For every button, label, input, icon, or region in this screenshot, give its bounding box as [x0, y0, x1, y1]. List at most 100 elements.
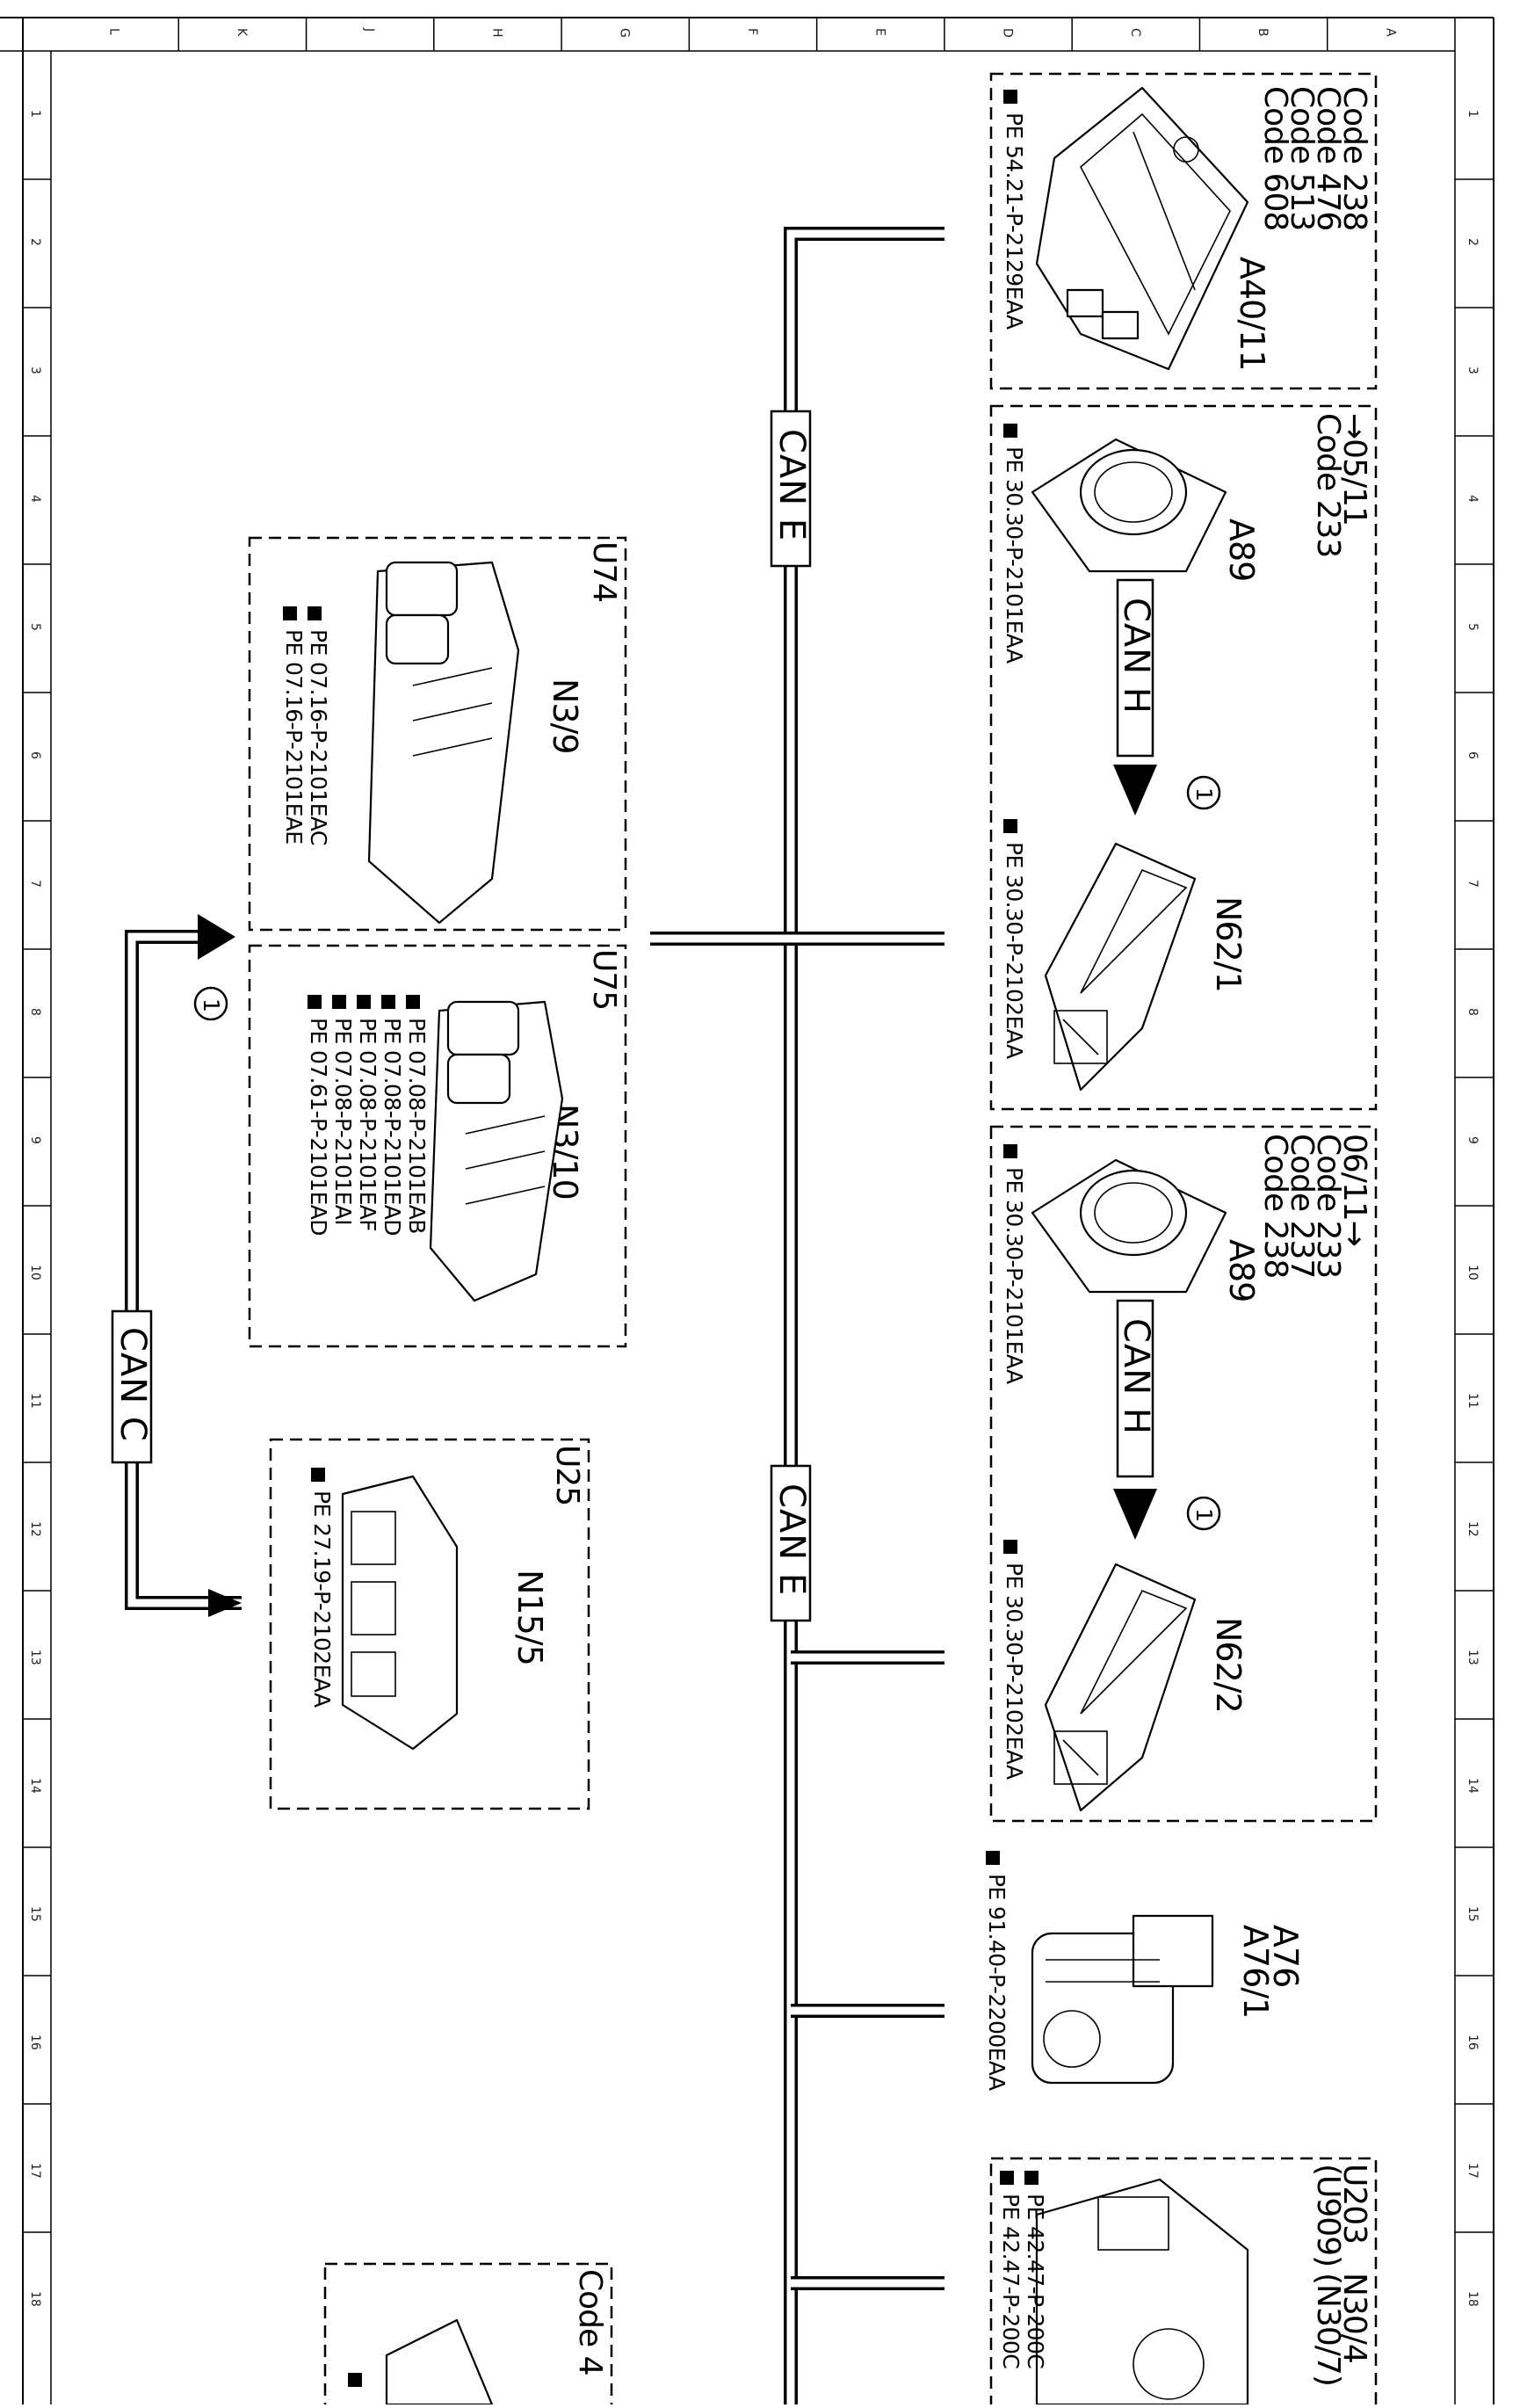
grid-col-label: K: [235, 28, 249, 37]
svg-text:PE 27.19-P-2102EAA: PE 27.19-P-2102EAA: [309, 1490, 335, 1708]
grid-row-label: 18: [28, 2291, 42, 2307]
svg-text:PE 30.30-P-2102EAA: PE 30.30-P-2102EAA: [1002, 842, 1027, 1059]
grid-col-label: F: [745, 28, 759, 35]
svg-text:PE 54.21-P-2129EAA: PE 54.21-P-2129EAA: [1002, 112, 1027, 330]
svg-text:CAN C: CAN C: [112, 1327, 153, 1442]
svg-text:PE 07.61-P-2101EAD: PE 07.61-P-2101EAD: [306, 1018, 331, 1236]
grid-row-label: 2: [1465, 238, 1480, 246]
grid-row-label: 18: [1465, 2291, 1480, 2307]
svg-text:Code 238: Code 238: [1336, 86, 1372, 230]
grid-col-label: L: [107, 28, 121, 35]
early-code-233: Code 233: [1310, 413, 1346, 557]
grid-row-label: 5: [28, 623, 42, 631]
grid-row-label: 9: [28, 1136, 42, 1144]
grid-row-label: 11: [28, 1393, 42, 1409]
grid-row-label: 12: [1465, 1521, 1480, 1537]
group-a40-11: Code 238 Code 476 Code 513 Code 608 A40/…: [989, 72, 1378, 390]
grid-row-label: 1: [28, 110, 42, 118]
grid-row-label: 6: [1465, 751, 1480, 759]
a89-ref-early: PE 30.30-P-2101EAA: [1002, 424, 1027, 664]
a89-radar-icon-early: [1031, 438, 1227, 573]
svg-text:1: 1: [1191, 1508, 1217, 1521]
grid-row-label: 4: [1465, 495, 1480, 503]
grid-row-label: 15: [28, 1906, 42, 1922]
svg-text:Code 476: Code 476: [1310, 86, 1346, 230]
a40-11-label: A40/11: [1233, 257, 1271, 371]
grid-row-label: 7: [28, 880, 42, 888]
grid-col-label: J: [362, 27, 376, 32]
group-u75-n3-10: U75 N3/10 PE 07.08-P-2101EAB PE 07.08-P-…: [248, 944, 627, 1348]
u74-label: U74: [586, 541, 622, 602]
n62-2-label: N62/2: [1209, 1617, 1248, 1713]
grid-row-label: 17: [28, 2163, 42, 2179]
grid-row-label: 13: [28, 1650, 42, 1665]
n30-4-part-icon: [1035, 2178, 1249, 2406]
group-a76: A76 A76/1 PE 91.40-P-2200EAA: [984, 1851, 1305, 2091]
svg-text:PE 30.30-P-2102EAA: PE 30.30-P-2102EAA: [1002, 1563, 1027, 1780]
n62-2-part-icon: [1044, 1563, 1197, 1812]
grid-row-label: 16: [1465, 2034, 1480, 2050]
group-u203-n30-4: U203 (U909) N30/4 (N30/7) PE 42.47-P-200…: [989, 2157, 1378, 2408]
a40-11-codes: Code 238 Code 476 Code 513 Code 608: [1257, 86, 1372, 230]
grid-row-label: 15: [1465, 1906, 1480, 1922]
a76-ref: PE 91.40-P-2200EAA: [984, 1851, 1010, 2091]
grid-row-label: 3: [1465, 366, 1480, 374]
group-u25-n15-5: U25 N15/5 PE 27.19-P-2102EAA: [269, 1438, 590, 1810]
grid-col-label: D: [1001, 28, 1015, 38]
grid-row-label: 10: [1465, 1265, 1480, 1280]
can-e-label-2: CAN E: [770, 1464, 812, 1622]
svg-text:CAN E: CAN E: [771, 1483, 812, 1596]
grid-col-label: C: [1128, 28, 1142, 37]
late-code-238: Code 238: [1257, 1134, 1293, 1278]
grid-row-label: 16: [28, 2034, 42, 2050]
a76-part-icon: [1031, 1914, 1214, 2085]
svg-text:CAN E: CAN E: [771, 429, 812, 541]
can-h-link-late: CAN H: [1113, 1299, 1157, 1540]
svg-text:PE 07.16-P-2101EAC: PE 07.16-P-2101EAC: [306, 629, 331, 845]
svg-text:CAN H: CAN H: [1116, 1318, 1156, 1435]
u25-label: U25: [549, 1445, 585, 1505]
grid-row-label: 5: [1465, 623, 1480, 631]
grid-row-label: 4: [28, 495, 42, 503]
grid-col-label: A: [1383, 28, 1397, 37]
grid-row-label: 12: [28, 1521, 42, 1537]
group-a89-n62-2-from-06-11: 06/11→ Code 233 Code 237 Code 238 A89 CA…: [989, 1125, 1378, 1823]
grid-row-label: 7: [1465, 880, 1480, 888]
a89-radar-icon-late: [1031, 1158, 1227, 1294]
grid-row-label: 14: [28, 1778, 42, 1794]
can-h-link-early: CAN H: [1113, 578, 1157, 816]
u25-ref: PE 27.19-P-2102EAA: [309, 1468, 335, 1708]
a89-label-late: A89: [1222, 1239, 1261, 1302]
n3-10-part-icon: [429, 1000, 564, 1302]
grid-row-label: 11: [1465, 1393, 1480, 1409]
connector-marker-can-c: 1: [193, 986, 228, 1021]
grid-row-label: 9: [1465, 1136, 1480, 1144]
late-code-237: Code 237: [1284, 1134, 1320, 1278]
svg-text:PE 07.08-P-2101EAB: PE 07.08-P-2101EAB: [404, 1018, 430, 1234]
svg-text:PE 30.30-P-2101EAA: PE 30.30-P-2101EAA: [1002, 446, 1027, 664]
a76-label: A76: [1266, 1925, 1305, 1987]
connector-marker-late: 1: [1186, 1496, 1221, 1531]
group-bottom-code-partial: Code 4: [323, 2262, 613, 2408]
svg-text:1: 1: [199, 998, 224, 1012]
svg-text:Code 513: Code 513: [1284, 86, 1320, 230]
u75-label: U75: [586, 949, 622, 1010]
svg-text:1: 1: [1191, 787, 1217, 801]
svg-text:PE 30.30-P-2101EAA: PE 30.30-P-2101EAA: [1002, 1167, 1027, 1384]
svg-text:Code 608: Code 608: [1257, 86, 1293, 230]
grid-row-label: 3: [28, 366, 42, 374]
n62-1-label: N62/1: [1209, 896, 1248, 992]
a89-ref-late: PE 30.30-P-2101EAA: [1002, 1144, 1027, 1384]
grid-row-label: 8: [28, 1008, 42, 1016]
grid-col-label: E: [872, 28, 887, 36]
grid-col-label: B: [1256, 28, 1270, 37]
grid-row-label: 17: [1465, 2163, 1480, 2179]
connector-marker-early: 1: [1186, 775, 1221, 810]
can-e-bus: [650, 227, 944, 2404]
u75-refs: PE 07.08-P-2101EAB PE 07.08-P-2101EAD PE…: [306, 995, 430, 1236]
n15-5-part-icon: [341, 1475, 459, 1751]
